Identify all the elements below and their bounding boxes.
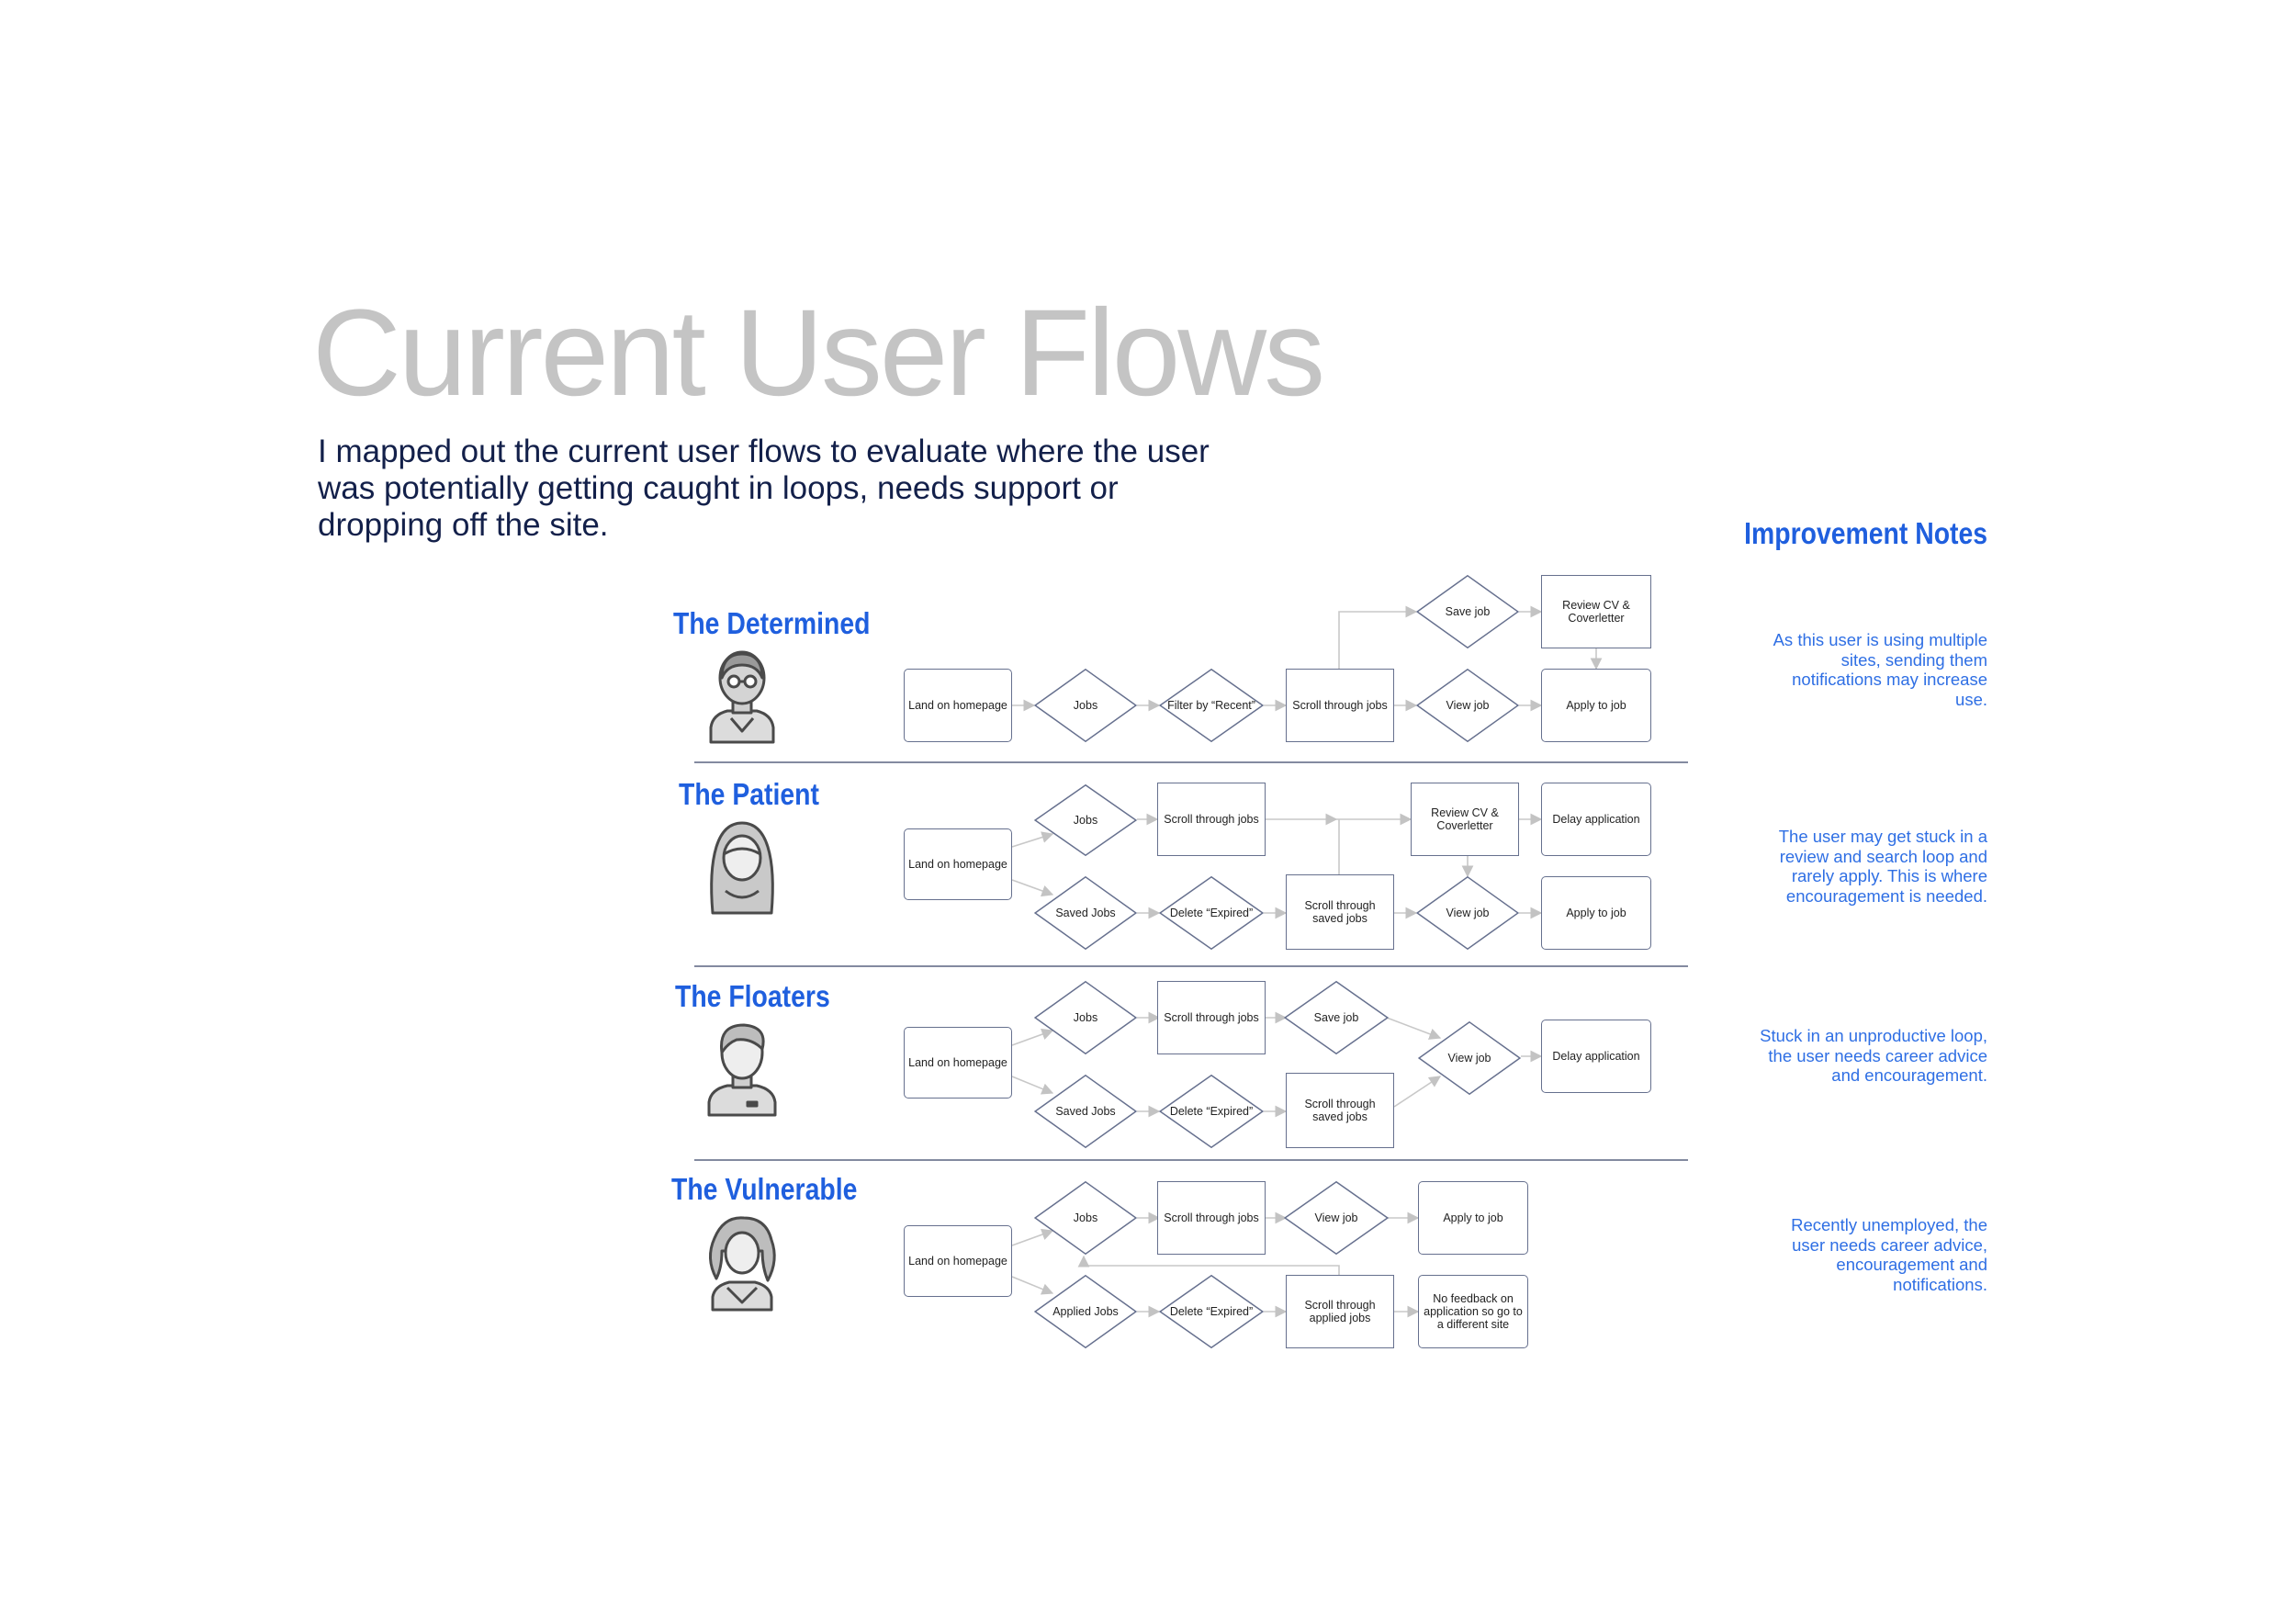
flow-decision-jobs: Jobs (1034, 1181, 1137, 1255)
flow-decision-label: Saved Jobs (1055, 907, 1116, 919)
flow-decision-delete-expired: Delete “Expired” (1159, 876, 1264, 950)
flow-node-apply-to-job: Apply to job (1541, 669, 1651, 742)
flow-node-review-cv: Review CV & Coverletter (1541, 575, 1651, 648)
flow-node-scroll-jobs: Scroll through jobs (1157, 783, 1266, 856)
flow-decision-jobs: Jobs (1034, 784, 1137, 856)
flow-decision-view-job: View job (1418, 1021, 1521, 1095)
flow-node-scroll-applied-jobs: Scroll through applied jobs (1286, 1275, 1394, 1348)
improvement-note-floaters: Stuck in an unproductive loop, the user … (1760, 1026, 1987, 1085)
flow-decision-view-job: View job (1284, 1181, 1389, 1255)
flow-decision-label: View job (1446, 907, 1490, 919)
goggles-person-icon (709, 650, 775, 744)
flow-node-land-on-homepage: Land on homepage (904, 828, 1012, 900)
flow-decision-delete-expired: Delete “Expired” (1159, 1275, 1264, 1348)
persona-name-patient: The Patient (679, 777, 819, 811)
flow-decision-jobs: Jobs (1034, 981, 1137, 1054)
page-title: Current User Flows (312, 285, 1325, 422)
flow-decision-filter-recent: Filter by “Recent” (1159, 669, 1264, 742)
improvement-note-patient: The user may get stuck in a review and s… (1778, 827, 1987, 906)
improvement-note-determined: As this user is using multiple sites, se… (1773, 630, 1987, 709)
flow-decision-view-job: View job (1416, 669, 1519, 742)
hijab-person-icon (710, 821, 774, 915)
flow-decision-view-job: View job (1416, 876, 1519, 950)
flow-decision-label: Save job (1445, 605, 1491, 618)
flow-node-no-feedback: No feedback on application so go to a di… (1418, 1275, 1528, 1348)
flow-node-land-on-homepage: Land on homepage (904, 1027, 1012, 1099)
flow-node-scroll-saved-jobs: Scroll through saved jobs (1286, 874, 1394, 950)
flow-node-scroll-jobs: Scroll through jobs (1157, 981, 1266, 1054)
flow-decision-label: View job (1447, 1052, 1491, 1065)
flow-decision-label: Filter by “Recent” (1167, 699, 1255, 712)
flow-node-scroll-jobs: Scroll through jobs (1157, 1181, 1266, 1255)
short-hair-person-icon (707, 1023, 777, 1117)
flow-decision-label: Saved Jobs (1055, 1105, 1116, 1118)
persona-name-determined: The Determined (673, 606, 871, 640)
improvement-notes-heading: Improvement Notes (1744, 516, 1987, 550)
flow-node-delay-application: Delay application (1541, 783, 1651, 856)
flow-decision-save-job: Save job (1416, 575, 1519, 648)
curly-hair-person-icon (709, 1216, 776, 1312)
flow-node-apply-to-job: Apply to job (1418, 1181, 1528, 1255)
flow-decision-label: Applied Jobs (1052, 1305, 1119, 1318)
flow-node-review-cv: Review CV & Coverletter (1411, 783, 1519, 856)
persona-name-vulnerable: The Vulnerable (671, 1172, 858, 1206)
improvement-note-vulnerable: Recently unemployed, the user needs care… (1791, 1215, 1987, 1294)
flow-decision-label: Jobs (1073, 1011, 1098, 1024)
flow-decision-save-job: Save job (1284, 981, 1389, 1054)
flow-decision-applied-jobs: Applied Jobs (1034, 1275, 1137, 1348)
persona-name-floaters: The Floaters (675, 979, 830, 1013)
flow-decision-label: Delete “Expired” (1169, 907, 1254, 919)
flow-node-land-on-homepage: Land on homepage (904, 1225, 1012, 1297)
flow-decision-label: Delete “Expired” (1169, 1305, 1254, 1318)
flow-decision-delete-expired: Delete “Expired” (1159, 1075, 1264, 1148)
flow-node-delay-application: Delay application (1541, 1020, 1651, 1093)
flow-decision-label: View job (1446, 699, 1490, 712)
flow-node-scroll-saved-jobs: Scroll through saved jobs (1286, 1073, 1394, 1148)
flow-decision-label: Save job (1313, 1011, 1359, 1024)
flow-node-apply-to-job: Apply to job (1541, 876, 1651, 950)
flow-decision-label: View job (1314, 1211, 1358, 1224)
flow-node-scroll-jobs: Scroll through jobs (1286, 669, 1394, 742)
flow-decision-label: Jobs (1073, 814, 1098, 827)
flow-decision-saved-jobs: Saved Jobs (1034, 1075, 1137, 1148)
page-intro: I mapped out the current user flows to e… (318, 434, 1210, 543)
flow-decision-label: Jobs (1073, 1211, 1098, 1224)
flow-decision-label: Jobs (1073, 699, 1098, 712)
flow-decision-saved-jobs: Saved Jobs (1034, 876, 1137, 950)
flow-decision-label: Delete “Expired” (1169, 1105, 1254, 1118)
flow-decision-jobs: Jobs (1034, 669, 1137, 742)
flow-node-land-on-homepage: Land on homepage (904, 669, 1012, 742)
